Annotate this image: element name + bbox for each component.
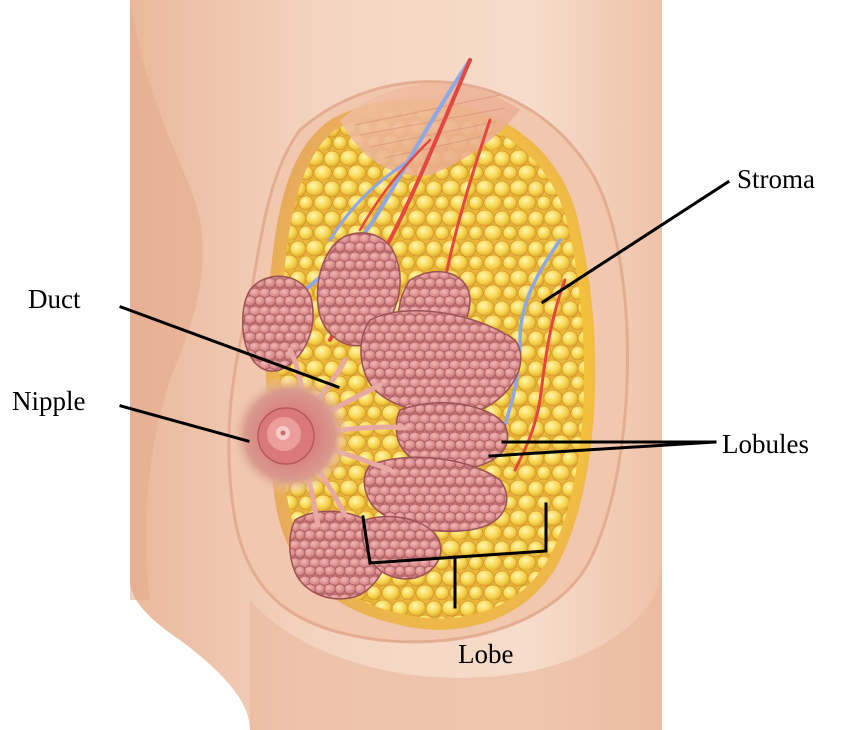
label-lobe: Lobe <box>458 641 513 668</box>
label-nipple: Nipple <box>12 388 86 415</box>
label-duct: Duct <box>28 286 80 313</box>
label-lobules: Lobules <box>722 431 809 458</box>
label-stroma: Stroma <box>737 166 815 193</box>
